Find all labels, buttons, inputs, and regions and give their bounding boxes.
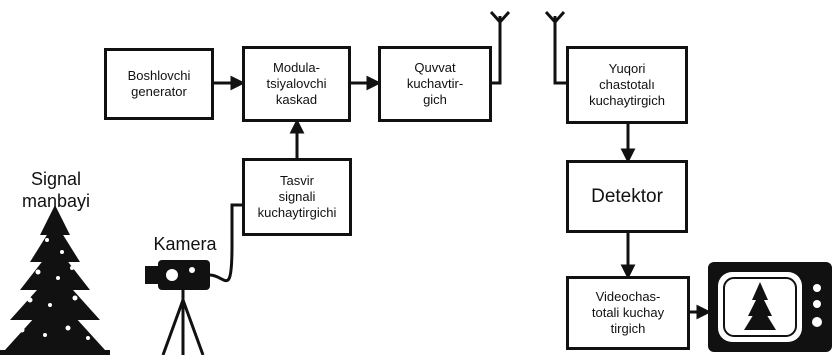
camera-icon — [145, 260, 210, 355]
modulator-label: Modula- tsiyalovchi kaskad — [266, 60, 327, 107]
master-generator-block: Boshlovchi generator — [104, 48, 214, 120]
video-signal-amplifier-block: Tasvir signali kuchaytirgichi — [242, 158, 352, 236]
hf-amplifier-block: Yuqori chastotalı kuchaytirgich — [566, 46, 688, 124]
arrowhead-modulator-to-power-amp — [366, 75, 382, 91]
video-frequency-amplifier-block: Videochas- totali kuchay tirgich — [566, 276, 690, 350]
tv-icon — [708, 262, 832, 352]
arrowhead-video-amp-to-modulator — [289, 118, 305, 134]
power-amplifier-block: Quvvat kuchavtir- gich — [378, 46, 492, 122]
hf-amplifier-label: Yuqori chastotalı kuchaytirgich — [589, 61, 665, 108]
receive-antenna-icon — [544, 10, 566, 26]
detector-label: Detektor — [591, 185, 663, 207]
transmit-antenna-icon — [489, 10, 511, 26]
arrowhead-detector-to-video-amp — [620, 264, 636, 280]
video-frequency-amplifier-label: Videochas- totali kuchay tirgich — [591, 289, 665, 336]
video-signal-amplifier-label: Tasvir signali kuchaytirgichi — [257, 173, 337, 220]
line-antenna-to-hf-amp — [553, 16, 566, 85]
detector-block: Detektor — [566, 160, 688, 233]
arrowhead-generator-to-modulator — [230, 75, 246, 91]
master-generator-label: Boshlovchi generator — [127, 68, 191, 99]
arrowhead-hf-amp-to-detector — [620, 148, 636, 164]
power-amplifier-label: Quvvat kuchavtir- gich — [406, 60, 464, 107]
modulator-block: Modula- tsiyalovchi kaskad — [242, 46, 351, 122]
tree-icon — [0, 205, 110, 355]
camera-cable — [209, 203, 242, 283]
signal-source-label: Signal manbayi — [21, 169, 91, 211]
camera-label: Kamera — [153, 234, 217, 254]
arrowhead-video-amp-to-tv — [696, 304, 712, 320]
line-power-amp-to-antenna — [492, 16, 502, 85]
